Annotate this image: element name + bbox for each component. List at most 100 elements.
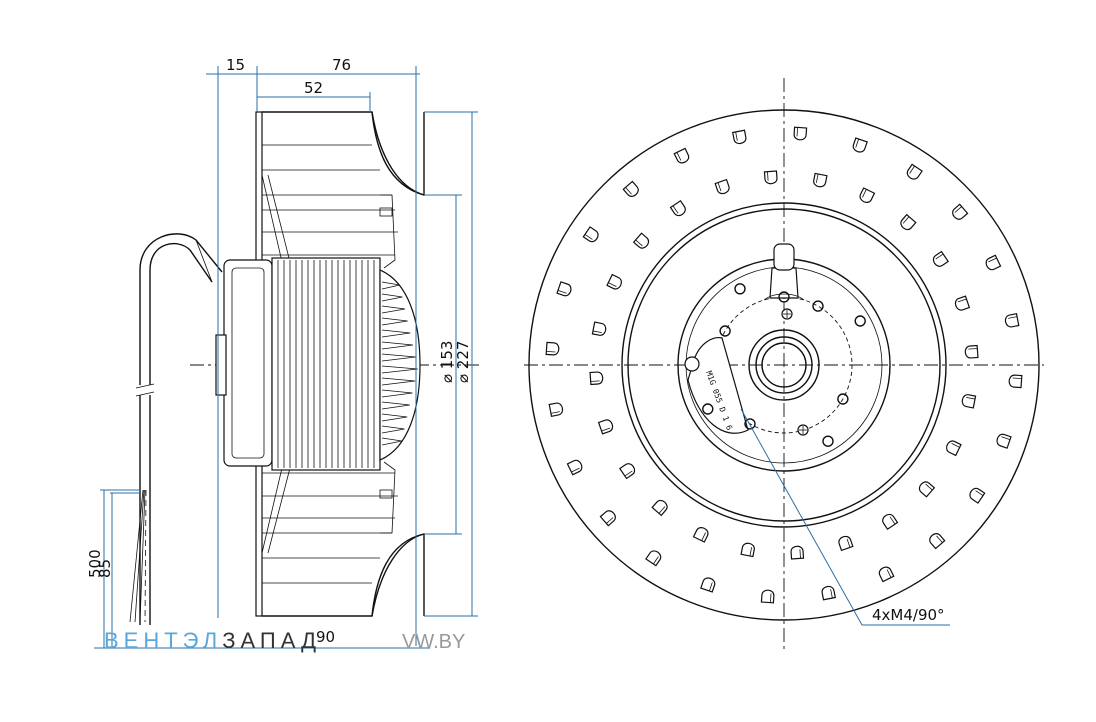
watermark-part2: ЗАПАД: [222, 628, 321, 653]
blade-slot: [954, 295, 971, 311]
blade-slot: [859, 187, 876, 203]
dim-500: 500: [86, 549, 104, 578]
blade-slot: [760, 589, 775, 604]
shroud-lower: [262, 533, 425, 617]
motor-end-bell: [379, 269, 421, 461]
blade-slot: [929, 533, 946, 550]
cooling-fin: [381, 389, 413, 398]
blade-slot: [763, 170, 778, 185]
cooling-fin: [381, 413, 408, 422]
blade-slot: [900, 213, 917, 231]
cooling-fin: [381, 425, 405, 434]
cooling-fin: [381, 305, 406, 314]
label-plate: M1G 055 D 1 6: [684, 337, 749, 434]
cooling-fin: [381, 365, 418, 374]
cable-wire: [129, 489, 144, 623]
cooling-fin: [381, 377, 416, 386]
blade-slot: [566, 459, 583, 476]
thread-note: 4xM4/90°: [872, 606, 945, 624]
blade-slot: [692, 527, 709, 543]
motor-flange: [223, 259, 273, 467]
cooling-fin: [381, 329, 411, 338]
side-view: 15 76 52 ⌀ 153 ⌀ 227 500 85 90: [86, 56, 480, 649]
cooling-fin: [381, 317, 408, 326]
cable: [129, 233, 223, 625]
cable-wire: [144, 489, 147, 623]
blade-slot: [932, 250, 950, 267]
watermark: ВЕНТЭЛЗАПАД VW.BY: [104, 628, 465, 653]
blade-slot: [1008, 374, 1023, 389]
blade-slot: [582, 226, 599, 243]
blade-slot: [548, 402, 564, 418]
blades-upper: [261, 144, 398, 269]
rotor-ribs: [277, 260, 375, 468]
watermark-url: VW.BY: [402, 631, 465, 653]
hub-outer: [748, 329, 820, 401]
blade-slot: [545, 341, 560, 356]
blade-slot: [714, 178, 730, 195]
blade-slot: [673, 147, 690, 164]
cable-wire: [139, 489, 146, 623]
thread-leader: [740, 408, 950, 626]
shroud-upper-inner: [371, 111, 425, 196]
dim-15: 15: [226, 56, 245, 74]
blade-slot: [597, 419, 614, 435]
blade-slot: [878, 566, 895, 583]
watermark-part1: ВЕНТЭЛ: [104, 628, 222, 653]
blade-slot: [622, 180, 639, 197]
mount-hole: [719, 325, 731, 337]
mount-hole: [744, 418, 756, 430]
blade-slot: [700, 577, 716, 593]
mount-hole: [702, 403, 714, 415]
front-view: M1G 055 D 1 6 4xM4/90°: [524, 78, 1044, 650]
blade-slot: [852, 137, 868, 153]
blade-slot: [1004, 312, 1020, 328]
blade-slot: [961, 394, 977, 409]
blade-slot: [651, 499, 668, 517]
inlet-ring-outer: [621, 202, 947, 528]
dim-227: ⌀ 227: [454, 341, 472, 383]
blade-slot: [882, 513, 899, 531]
mount-hole: [778, 291, 790, 303]
blades-lower: [261, 461, 398, 584]
blade-slot: [952, 203, 969, 220]
impeller-outer-circle: [528, 109, 1040, 621]
blade-slot: [790, 545, 805, 560]
blade-slot: [906, 163, 923, 180]
cooling-fin: [381, 401, 410, 410]
blade-slot: [964, 344, 979, 359]
mount-hole: [734, 283, 746, 295]
dim-52: 52: [304, 79, 323, 97]
blade-slot: [556, 281, 572, 297]
blade-slot: [969, 487, 986, 504]
shroud-lower-inner: [371, 533, 425, 617]
mount-hole: [822, 435, 834, 447]
blade-slot: [632, 232, 650, 249]
blade-slot: [740, 542, 755, 558]
dim-153: ⌀ 153: [438, 341, 456, 383]
blade-slot: [946, 440, 962, 457]
blade-slot: [996, 433, 1012, 449]
blade-slot: [589, 371, 604, 386]
cooling-fin: [381, 341, 413, 350]
blade-slot: [731, 129, 747, 145]
cooling-fin: [381, 281, 400, 290]
blade-slot: [813, 172, 828, 188]
svg-text:ВЕНТЭЛЗАПАД: ВЕНТЭЛЗАПАД: [104, 628, 321, 653]
mount-hole: [854, 315, 866, 327]
cooling-fin: [381, 293, 403, 302]
motor-mount-holes: [702, 283, 866, 447]
dim-76: 76: [332, 56, 351, 74]
mount-hole: [837, 393, 849, 405]
blade-slot: [821, 585, 837, 601]
blade-slot: [918, 481, 936, 498]
blade-slot: [606, 273, 622, 290]
blade-slot: [838, 535, 854, 552]
blade-slot: [985, 254, 1002, 271]
blade-slot: [645, 550, 662, 567]
hub-mid: [755, 336, 813, 394]
blade-slot: [793, 126, 808, 141]
blade-slot: [618, 463, 636, 480]
side-dimensions: [94, 66, 478, 649]
